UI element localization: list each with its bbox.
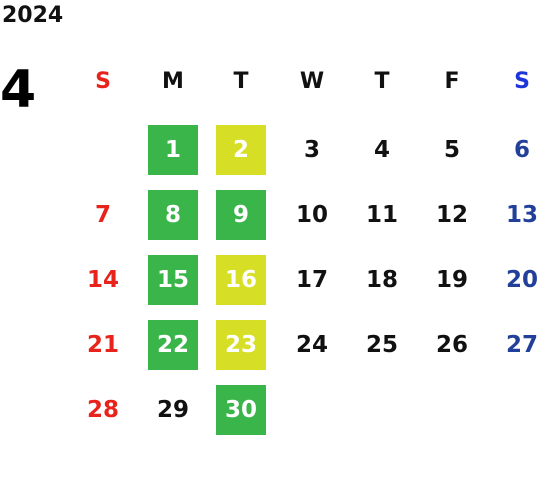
- day-cell-7[interactable]: 7: [94, 202, 111, 228]
- day-cell-11[interactable]: 11: [365, 202, 398, 228]
- day-cell-19[interactable]: 19: [435, 267, 468, 293]
- day-cell-18[interactable]: 18: [365, 267, 398, 293]
- day-cell-21[interactable]: 21: [86, 332, 119, 358]
- day-cell-5[interactable]: 5: [443, 137, 460, 163]
- day-cell-13[interactable]: 13: [505, 202, 538, 228]
- day-cell-30[interactable]: 30: [216, 385, 266, 435]
- weekday-header-wednesday: W: [299, 68, 325, 94]
- weekday-header-friday: F: [444, 68, 460, 94]
- day-cell-15[interactable]: 15: [148, 255, 198, 305]
- year-label: 2024: [2, 3, 64, 28]
- day-cell-26[interactable]: 26: [435, 332, 468, 358]
- weekday-header-thursday: T: [374, 68, 390, 94]
- day-cell-24[interactable]: 24: [295, 332, 328, 358]
- day-cell-20[interactable]: 20: [505, 267, 538, 293]
- day-cell-2[interactable]: 2: [216, 125, 266, 175]
- day-cell-10[interactable]: 10: [295, 202, 328, 228]
- weekday-header-sunday: S: [95, 68, 111, 94]
- day-cell-25[interactable]: 25: [365, 332, 398, 358]
- weekday-header-tuesday: T: [233, 68, 249, 94]
- day-cell-3[interactable]: 3: [303, 137, 320, 163]
- day-cell-22[interactable]: 22: [148, 320, 198, 370]
- day-cell-6[interactable]: 6: [513, 137, 530, 163]
- day-cell-27[interactable]: 27: [505, 332, 538, 358]
- month-number: 4: [0, 60, 37, 120]
- weekday-header-saturday: S: [514, 68, 530, 94]
- day-cell-14[interactable]: 14: [86, 267, 119, 293]
- day-cell-29[interactable]: 29: [156, 397, 189, 423]
- day-cell-1[interactable]: 1: [148, 125, 198, 175]
- day-cell-16[interactable]: 16: [216, 255, 266, 305]
- day-cell-28[interactable]: 28: [86, 397, 119, 423]
- day-cell-17[interactable]: 17: [295, 267, 328, 293]
- day-cell-8[interactable]: 8: [148, 190, 198, 240]
- day-cell-23[interactable]: 23: [216, 320, 266, 370]
- day-cell-12[interactable]: 12: [435, 202, 468, 228]
- weekday-header-monday: M: [162, 68, 184, 94]
- day-cell-9[interactable]: 9: [216, 190, 266, 240]
- day-cell-4[interactable]: 4: [373, 137, 390, 163]
